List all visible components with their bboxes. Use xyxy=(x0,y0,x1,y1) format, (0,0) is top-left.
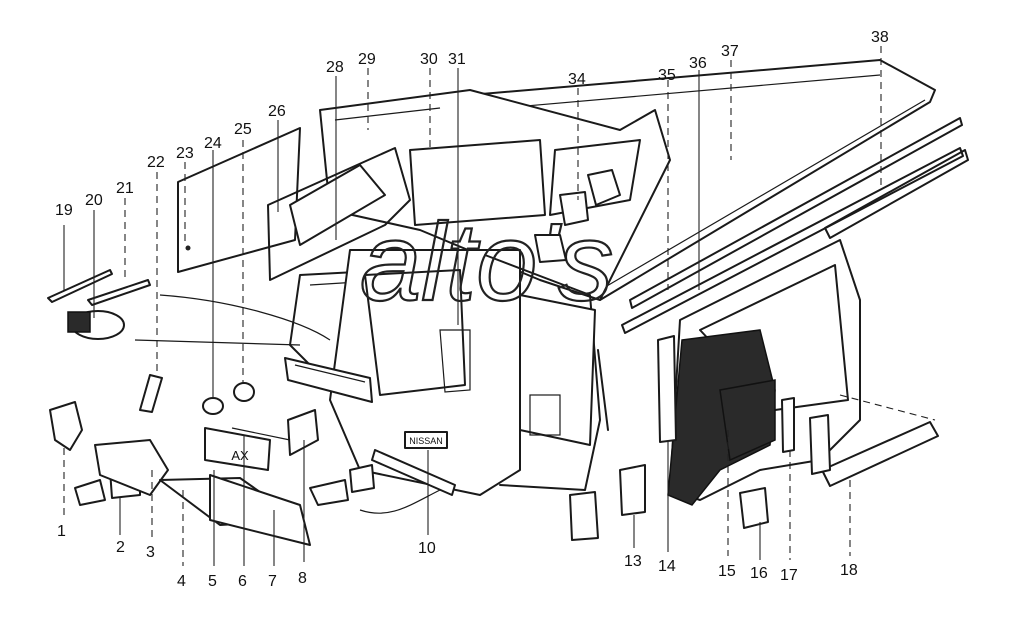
back-window-seal xyxy=(267,147,411,281)
back-window-glass xyxy=(289,164,386,246)
rear-opening-panel xyxy=(519,294,596,446)
trim-panel xyxy=(809,414,831,475)
callouts: 1 2 3 4 5 6 7 8 10 13 14 15 16 xyxy=(55,29,889,590)
pillar-trim xyxy=(657,335,677,443)
callout-31: 31 xyxy=(448,51,466,68)
cover-16 xyxy=(739,487,769,529)
license-plate-5: AX xyxy=(204,427,271,471)
callout-20: 20 xyxy=(85,192,103,209)
callout-26: 26 xyxy=(268,103,286,120)
bracket-22 xyxy=(139,374,163,413)
callout-3: 3 xyxy=(146,544,155,561)
quarter-window-glass xyxy=(177,127,301,273)
lamp-housing-1 xyxy=(49,401,83,451)
hinge-24 xyxy=(202,397,224,415)
callout-28: 28 xyxy=(326,59,344,76)
hinge-bracket xyxy=(534,234,567,263)
back-door-panel xyxy=(329,249,521,496)
latch-8 xyxy=(287,409,319,456)
callout-16: 16 xyxy=(750,565,768,582)
callout-7: 7 xyxy=(268,573,277,590)
lamp-13 xyxy=(619,464,646,516)
callout-1: 1 xyxy=(57,523,66,540)
stay-34 xyxy=(559,169,621,226)
callout-18: 18 xyxy=(840,562,858,579)
callout-17: 17 xyxy=(780,567,798,584)
callout-6: 6 xyxy=(238,573,247,590)
callout-35: 35 xyxy=(658,67,676,84)
callout-21: 21 xyxy=(116,180,134,197)
wiper-blade-21 xyxy=(87,279,151,306)
callout-30: 30 xyxy=(420,51,438,68)
emblem-text: NISSAN xyxy=(409,436,443,446)
wiper-motor-20 xyxy=(67,310,125,340)
callout-24: 24 xyxy=(204,135,222,152)
gasket-14 xyxy=(569,491,599,541)
plate-text: AX xyxy=(231,448,249,463)
callout-23: 23 xyxy=(176,145,194,162)
callout-10: 10 xyxy=(418,540,436,557)
bumper-bar-7 xyxy=(209,474,311,546)
callout-38: 38 xyxy=(871,29,889,46)
connector-lines xyxy=(134,294,936,514)
drip-rails xyxy=(621,117,969,334)
callout-25: 25 xyxy=(234,121,252,138)
callout-8: 8 xyxy=(298,570,307,587)
nissan-emblem: NISSAN xyxy=(404,431,448,449)
striker-6 xyxy=(231,427,291,441)
lamp-body-3 xyxy=(94,439,169,496)
garnish-strip xyxy=(284,357,373,403)
callout-36: 36 xyxy=(689,55,707,72)
callout-5: 5 xyxy=(208,573,217,590)
callout-22: 22 xyxy=(147,154,165,171)
gas-stay xyxy=(597,349,609,431)
door-weatherstrip xyxy=(484,254,601,491)
callout-37: 37 xyxy=(721,43,739,60)
side-body-frame xyxy=(319,89,671,301)
callout-15: 15 xyxy=(718,563,736,580)
trim-17 xyxy=(781,397,795,453)
callout-34: 34 xyxy=(568,71,586,88)
quarter-panel-inner-15 xyxy=(667,329,776,506)
callout-29: 29 xyxy=(358,51,376,68)
callout-2: 2 xyxy=(116,539,125,556)
callout-13: 13 xyxy=(624,553,642,570)
callout-4: 4 xyxy=(177,573,186,590)
handle-plate xyxy=(309,464,375,506)
callout-14: 14 xyxy=(658,558,676,575)
lock-25 xyxy=(233,382,255,402)
callout-19: 19 xyxy=(55,202,73,219)
wiper-arm-19 xyxy=(47,269,113,303)
step-plate-18 xyxy=(821,421,939,487)
